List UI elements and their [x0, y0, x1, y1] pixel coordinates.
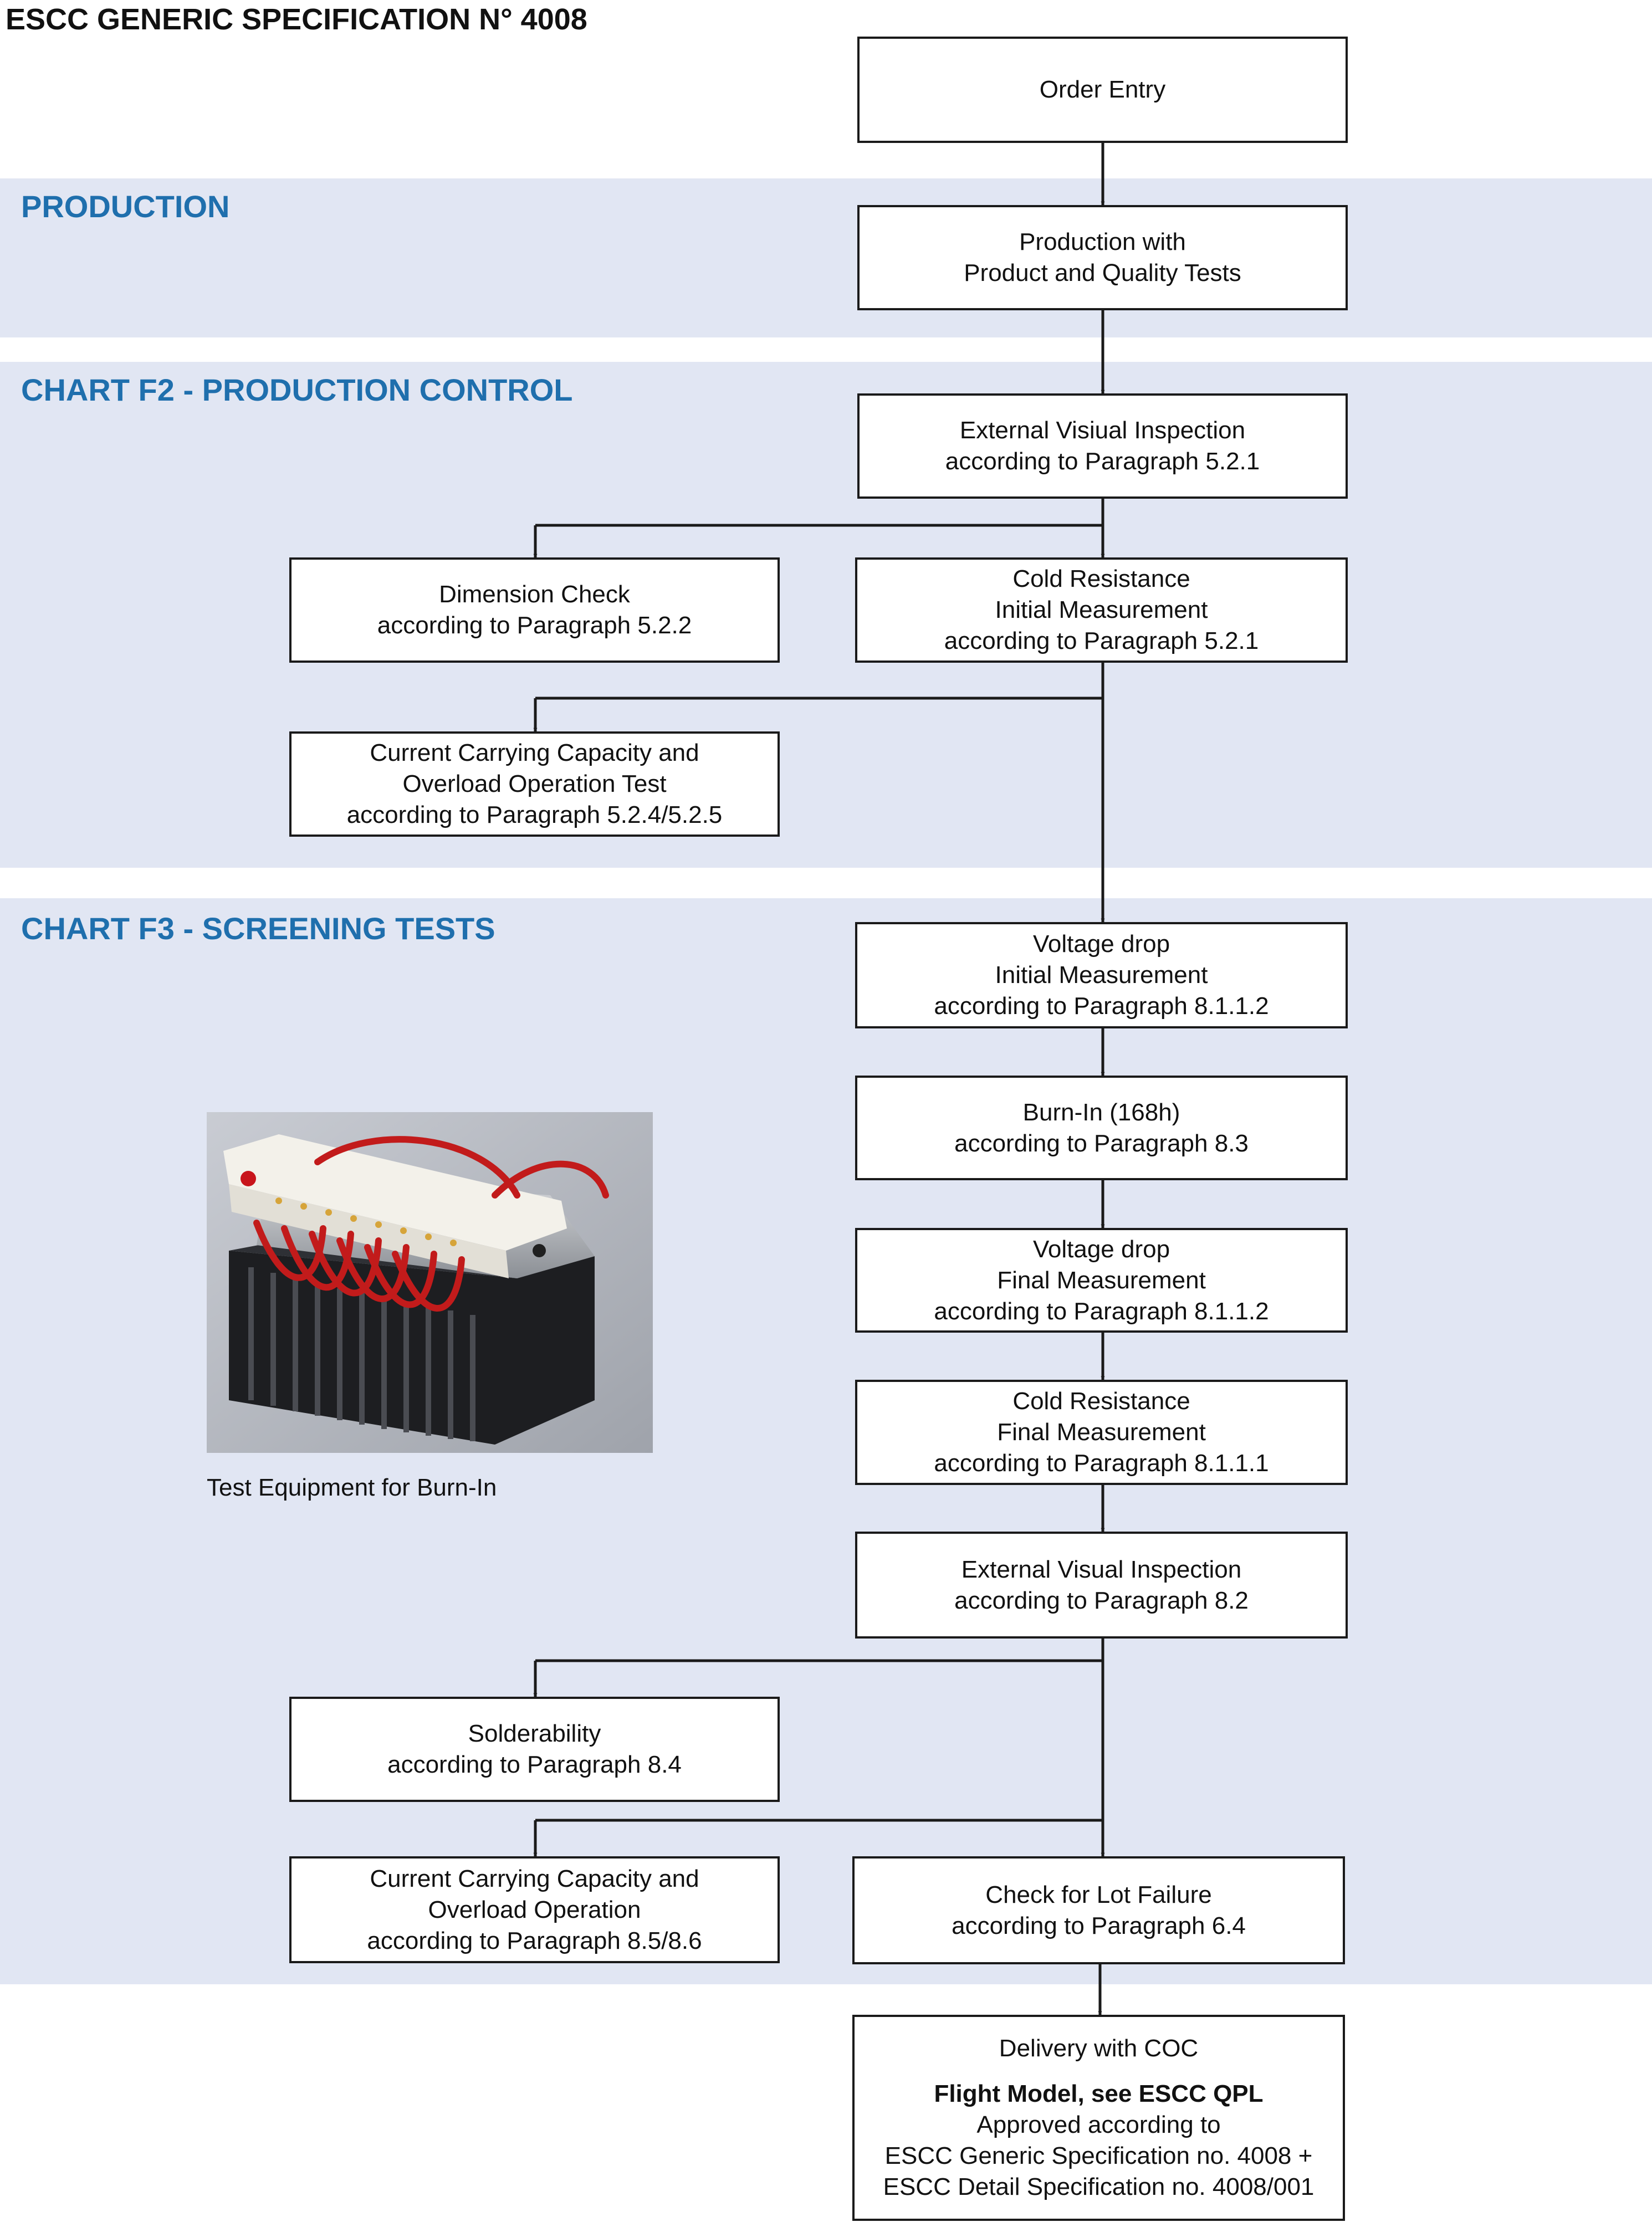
- step-external-visual-inspection-f3: External Visual Inspection according to …: [855, 1532, 1348, 1639]
- step-line: Cold Resistance: [1012, 565, 1190, 592]
- step-voltage-drop-final: Voltage drop Final Measurement according…: [855, 1228, 1348, 1333]
- step-line: Current Carrying Capacity and: [370, 1865, 699, 1892]
- step-line: Voltage drop: [1032, 930, 1170, 958]
- step-line: according to Paragraph 8.5/8.6: [367, 1927, 702, 1954]
- step-line: Initial Measurement: [995, 596, 1208, 623]
- delivery-line: ESCC Generic Specification no. 4008 +: [884, 2142, 1313, 2169]
- step-line: according to Paragraph 8.4: [387, 1751, 682, 1778]
- step-line: Current Carrying Capacity and: [370, 739, 699, 766]
- burn-in-equipment-photo: [207, 1112, 653, 1453]
- section-title-production: PRODUCTION: [21, 189, 230, 224]
- step-line: Solderability: [468, 1720, 601, 1747]
- step-line: according to Paragraph 5.2.2: [377, 612, 692, 639]
- production-control-band: [0, 362, 1652, 868]
- step-line: Final Measurement: [997, 1266, 1206, 1294]
- step-line: according to Paragraph 5.2.1: [945, 448, 1260, 475]
- step-order-entry: Order Entry: [857, 37, 1348, 143]
- step-line: Burn-In (168h): [1022, 1098, 1180, 1126]
- step-burn-in: Burn-In (168h) according to Paragraph 8.…: [855, 1076, 1348, 1180]
- step-line: Product and Quality Tests: [964, 259, 1241, 286]
- step-line: Dimension Check: [439, 581, 630, 608]
- step-line: External Visual Inspection: [961, 1555, 1242, 1583]
- step-line: Check for Lot Failure: [985, 1881, 1212, 1908]
- document-title: ESCC GENERIC SPECIFICATION N° 4008: [6, 3, 587, 36]
- step-current-capacity-f2: Current Carrying Capacity and Overload O…: [289, 731, 780, 837]
- step-line: External Visiual Inspection: [959, 417, 1246, 444]
- step-line: according to Paragraph 5.2.1: [944, 627, 1259, 654]
- step-dimension-check: Dimension Check according to Paragraph 5…: [289, 557, 780, 663]
- step-cold-resistance-final: Cold Resistance Final Measurement accord…: [855, 1380, 1348, 1485]
- section-title-screening-tests: CHART F3 - SCREENING TESTS: [21, 911, 495, 946]
- photo-caption: Test Equipment for Burn-In: [207, 1474, 497, 1501]
- step-solderability: Solderability according to Paragraph 8.4: [289, 1697, 780, 1802]
- step-cold-resistance-initial: Cold Resistance Initial Measurement acco…: [855, 557, 1348, 663]
- delivery-line: ESCC Detail Specification no. 4008/001: [883, 2173, 1315, 2200]
- step-line: Production with: [1019, 228, 1186, 255]
- step-delivery: Delivery with COC Flight Model, see ESCC…: [852, 2015, 1345, 2221]
- step-line: according to Paragraph 8.1.1.1: [934, 1450, 1269, 1477]
- step-check-lot-failure: Check for Lot Failure according to Parag…: [852, 1856, 1345, 1964]
- production-band: [0, 178, 1652, 337]
- step-production: Production with Product and Quality Test…: [857, 205, 1348, 310]
- step-voltage-drop-initial: Voltage drop Initial Measurement accordi…: [855, 922, 1348, 1028]
- step-line: Overload Operation Test: [402, 770, 667, 797]
- step-line: Order Entry: [1039, 76, 1166, 103]
- step-line: according to Paragraph 8.1.1.2: [934, 992, 1269, 1020]
- step-line: Final Measurement: [997, 1419, 1206, 1446]
- step-line: according to Paragraph 5.2.4/5.2.5: [346, 801, 723, 828]
- section-title-production-control: CHART F2 - PRODUCTION CONTROL: [21, 372, 573, 407]
- step-line: according to Paragraph 8.3: [954, 1129, 1249, 1157]
- step-line: according to Paragraph 6.4: [952, 1912, 1246, 1939]
- delivery-flight-model: Flight Model, see ESCC QPL: [934, 2080, 1264, 2107]
- delivery-line: Approved according to: [976, 2111, 1221, 2138]
- step-current-capacity-f3: Current Carrying Capacity and Overload O…: [289, 1856, 780, 1963]
- step-line: Initial Measurement: [995, 961, 1208, 989]
- step-line: according to Paragraph 8.2: [954, 1586, 1249, 1614]
- step-external-visual-inspection-f2: External Visiual Inspection according to…: [857, 393, 1348, 499]
- step-line: Voltage drop: [1032, 1235, 1170, 1263]
- step-line: Overload Operation: [428, 1896, 641, 1923]
- step-line: Cold Resistance: [1012, 1388, 1190, 1415]
- step-line: according to Paragraph 8.1.1.2: [934, 1297, 1269, 1325]
- delivery-line: Delivery with COC: [999, 2035, 1199, 2062]
